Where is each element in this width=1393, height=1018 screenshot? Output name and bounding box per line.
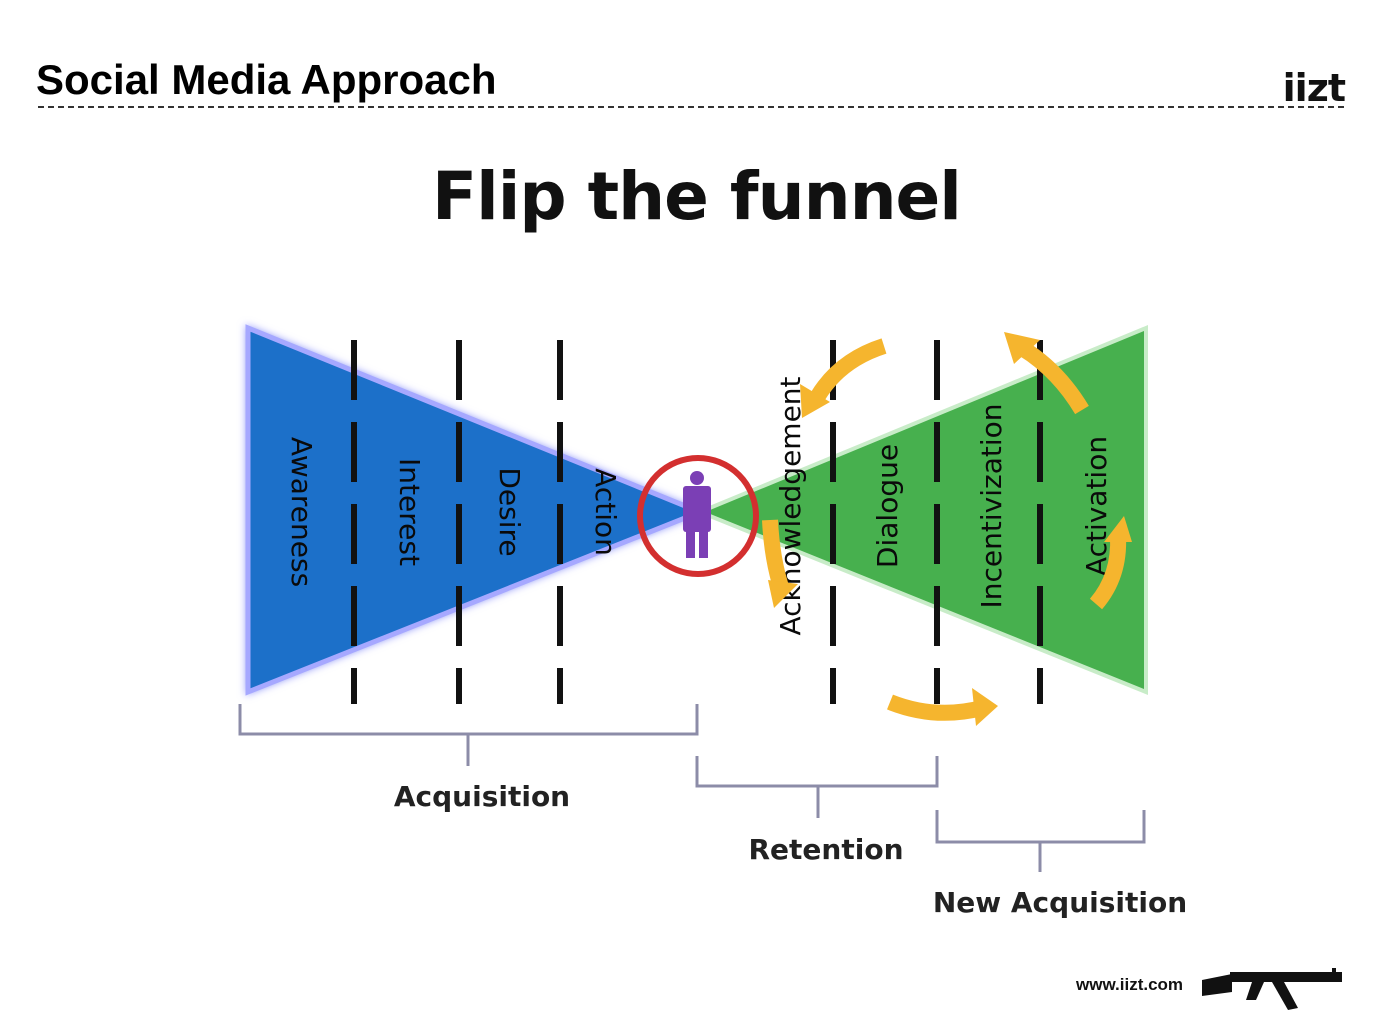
title-divider (38, 106, 1344, 108)
retention-funnel (694, 325, 1148, 695)
label-new-acquisition: New Acquisition (933, 886, 1187, 919)
person-icon (683, 471, 711, 558)
slide-title: Social Media Approach (36, 56, 497, 103)
stage-awareness: Awareness (285, 437, 318, 587)
arrowhead-4 (972, 688, 998, 726)
customer-circle (637, 455, 759, 577)
arrow-right (1089, 535, 1127, 610)
stage-activation: Activation (1080, 436, 1113, 576)
brace-retention (695, 756, 939, 818)
footer-url: www.iizt.com (1076, 975, 1184, 994)
rifle-icon (1202, 968, 1342, 1010)
group-braces (238, 704, 1146, 872)
label-acquisition: Acquisition (394, 780, 570, 813)
arrow-bottom (887, 694, 984, 721)
arrow-heads (768, 332, 1132, 726)
label-retention: Retention (748, 833, 903, 866)
arrowhead-2 (1004, 332, 1040, 364)
stage-dialogue: Dialogue (871, 444, 904, 568)
brand-logo: iizt (1282, 66, 1346, 110)
cycle-arrows (762, 338, 1127, 721)
diagram-title: Flip the funnel (432, 158, 962, 235)
arrow-top-right (1017, 341, 1089, 415)
arrowhead-3 (1104, 516, 1132, 542)
stage-action: Action (589, 468, 622, 556)
acquisition-funnel (245, 324, 707, 696)
stage-desire: Desire (493, 467, 526, 556)
brace-new-acquisition (935, 810, 1146, 872)
brace-acquisition (238, 704, 699, 766)
stage-incentivization: Incentivization (975, 404, 1008, 609)
stage-dividers (351, 340, 1043, 704)
arrow-top-left (811, 338, 887, 401)
stage-interest: Interest (393, 458, 426, 566)
arrowhead-5 (768, 580, 798, 608)
arrowhead-1 (800, 384, 830, 418)
